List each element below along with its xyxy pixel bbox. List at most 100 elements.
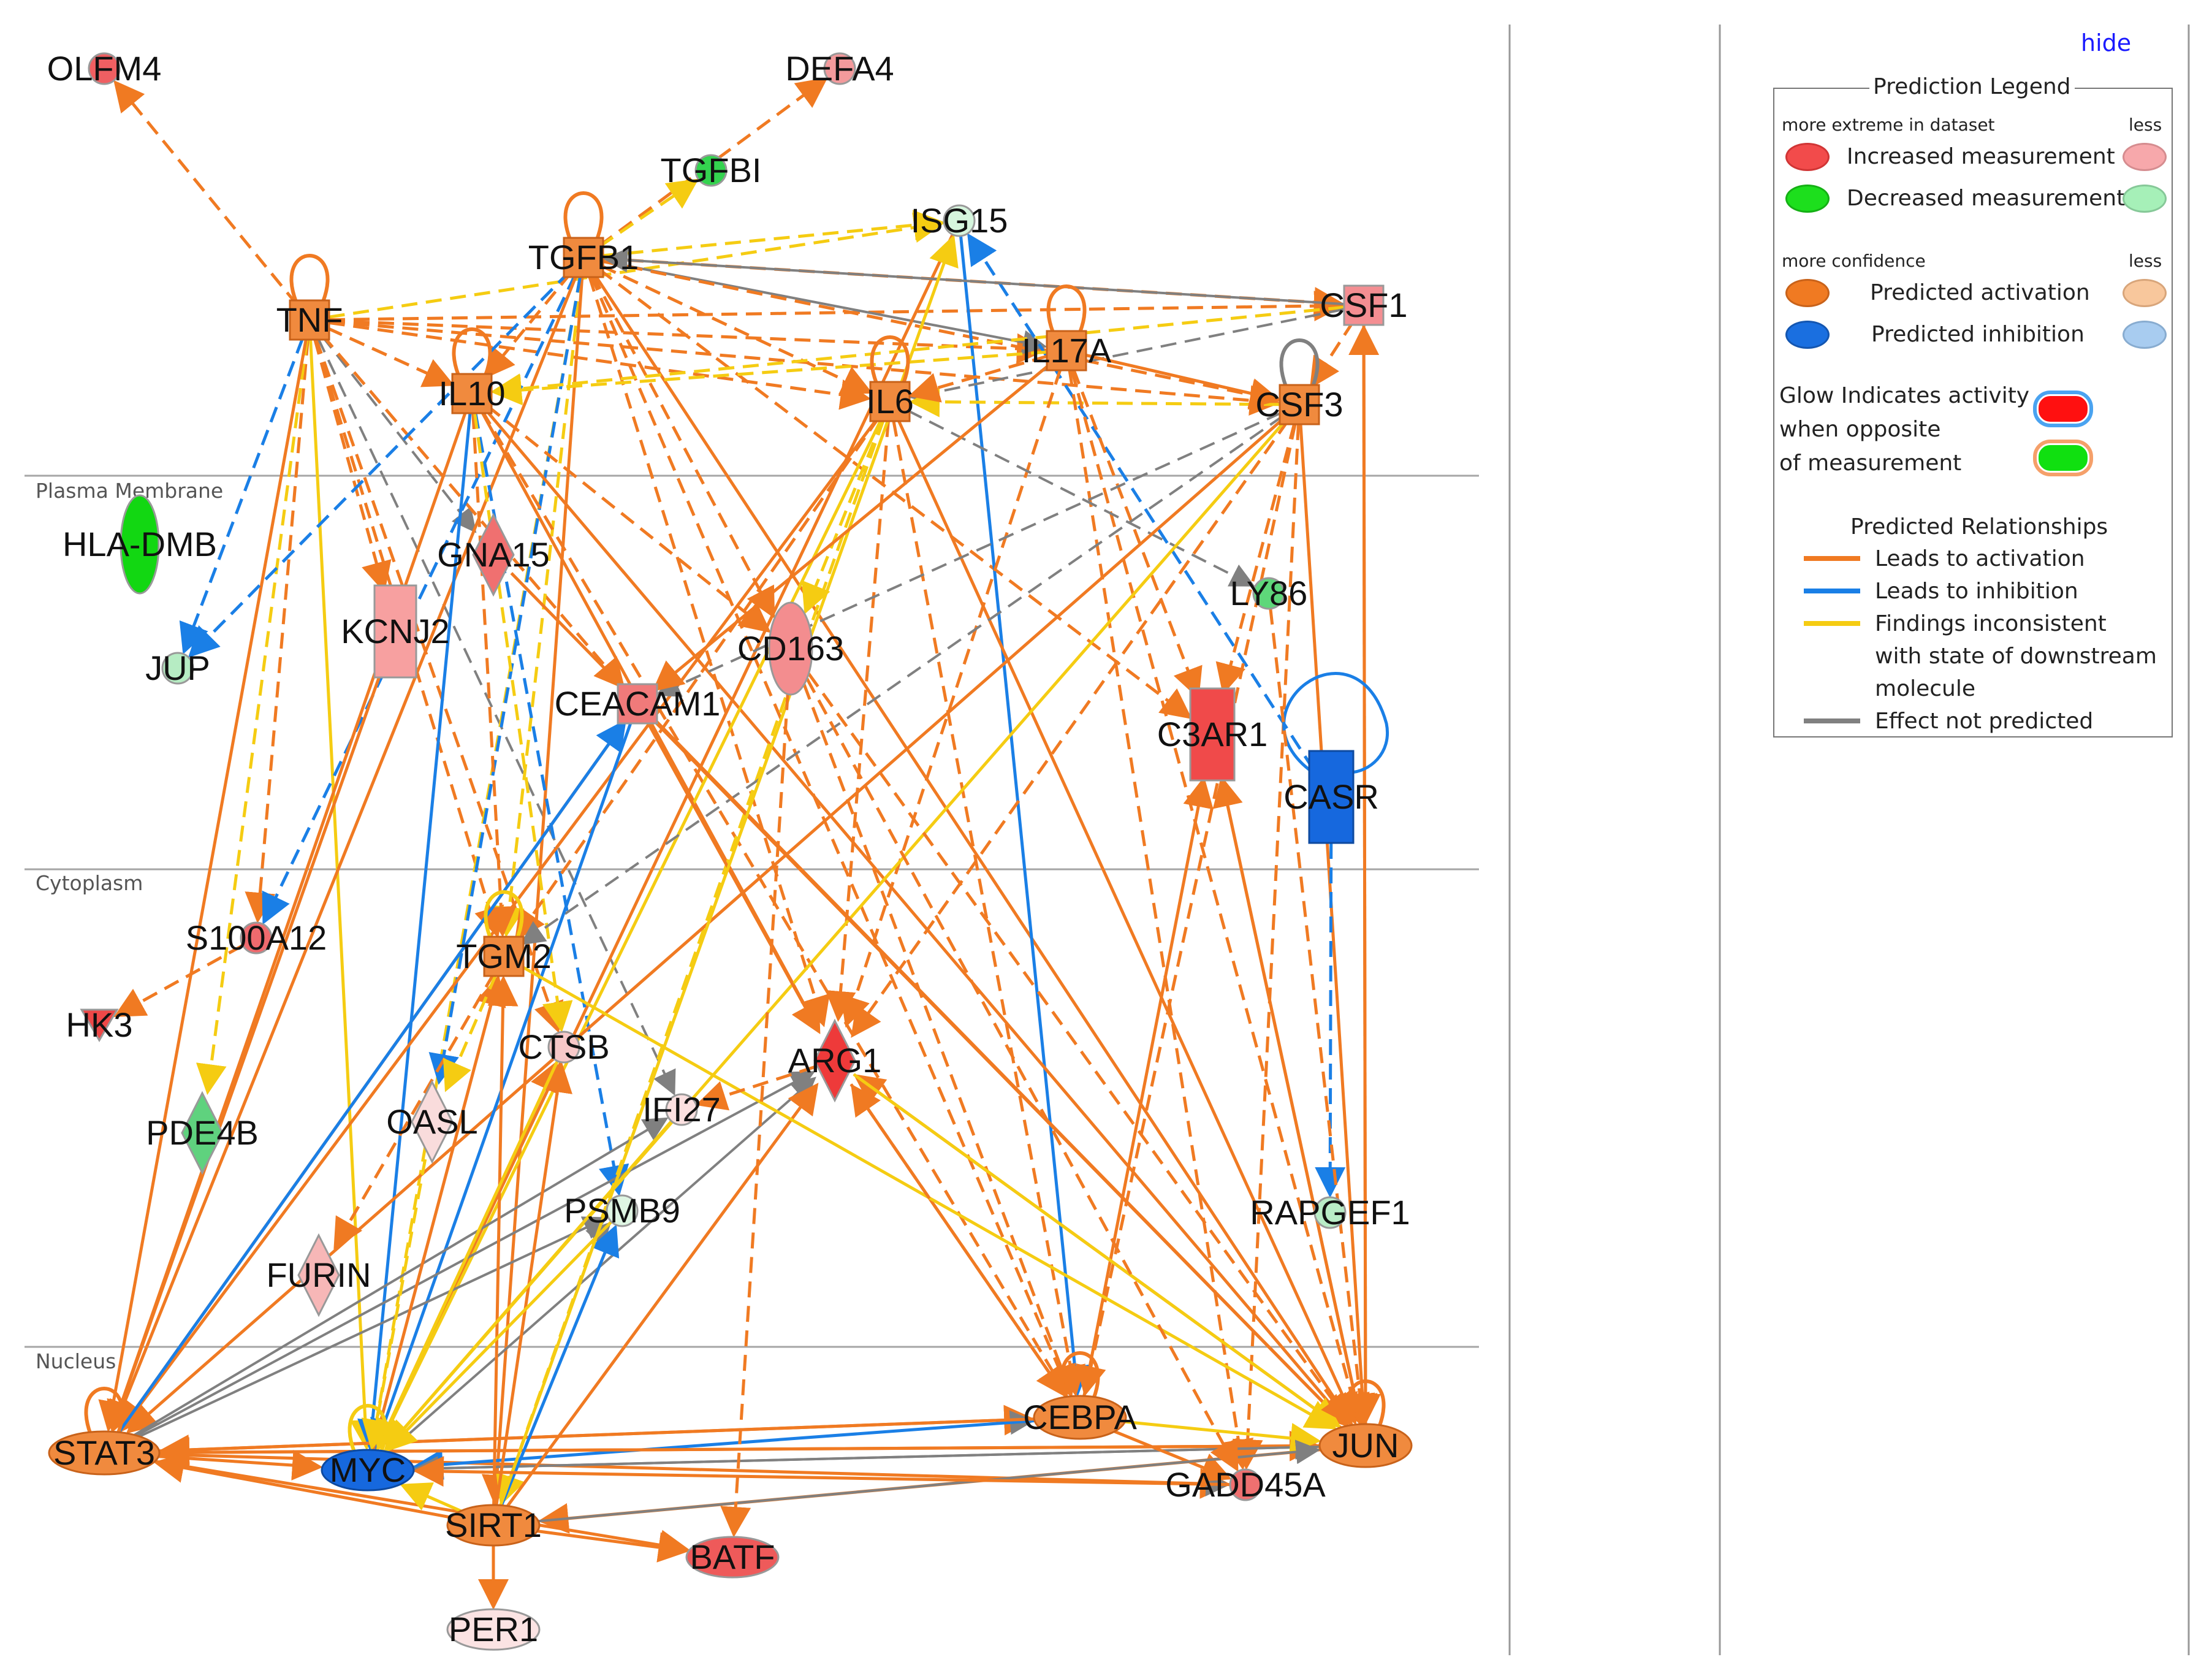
node-shape-cebpa[interactable] <box>1033 1395 1127 1440</box>
node-defa4[interactable]: DEFA4 <box>785 49 894 88</box>
node-ceacam1[interactable]: CEACAM1 <box>555 683 721 725</box>
node-shape-jun[interactable] <box>1318 1423 1413 1468</box>
node-shape-jup[interactable] <box>161 652 194 685</box>
node-hk3[interactable]: HK3 <box>66 1005 133 1044</box>
node-shape-tnf[interactable] <box>289 299 330 341</box>
node-tnf[interactable]: TNF <box>276 299 343 341</box>
node-shape-il10[interactable] <box>451 373 493 414</box>
hide-legend-link[interactable]: hide <box>2081 29 2132 56</box>
node-shape-hk3[interactable] <box>80 1008 119 1042</box>
edge-stat3-to-gadd45a <box>159 1453 1231 1499</box>
node-ifi27[interactable]: IFI27 <box>642 1090 721 1129</box>
node-shape-gna15[interactable] <box>472 513 515 597</box>
node-casr[interactable]: CASR <box>1283 750 1379 844</box>
edge-sirt1-to-tgm2 <box>487 975 519 1506</box>
node-shape-s100a12[interactable] <box>240 921 273 955</box>
node-c3ar1[interactable]: C3AR1 <box>1157 687 1268 782</box>
increased-more-swatch <box>1785 143 1830 171</box>
node-cd163[interactable]: CD163 <box>737 601 844 696</box>
node-csf3[interactable]: CSF3 <box>1255 384 1344 425</box>
node-shape-arg1[interactable] <box>813 1018 856 1103</box>
node-shape-tgfb1[interactable] <box>563 237 604 278</box>
node-shape-oasl[interactable] <box>411 1080 454 1164</box>
node-shape-isg15[interactable] <box>943 204 976 237</box>
node-shape-stat3[interactable] <box>48 1430 161 1476</box>
node-il17a[interactable]: IL17A <box>1022 330 1112 372</box>
node-shape-c3ar1[interactable] <box>1189 687 1236 782</box>
node-furin[interactable]: FURIN <box>266 1233 371 1317</box>
node-shape-olfm4[interactable] <box>88 52 121 85</box>
edge-c3ar1-to-jun <box>1220 776 1370 1425</box>
node-batf[interactable]: BATF <box>685 1536 780 1579</box>
legend-inconsistent-line <box>1804 621 1860 626</box>
node-shape-ctsb[interactable] <box>547 1031 580 1064</box>
node-shape-sirt1[interactable] <box>446 1504 541 1547</box>
node-shape-csf3[interactable] <box>1279 384 1320 425</box>
node-shape-myc[interactable] <box>321 1449 415 1492</box>
node-kcnj2[interactable]: KCNJ2 <box>341 584 450 679</box>
node-il6[interactable]: IL6 <box>866 381 914 422</box>
node-shape-ly86[interactable] <box>1252 577 1285 610</box>
node-label-s100a12: S100A12 <box>186 918 327 957</box>
node-label-olfm4: OLFM4 <box>47 49 162 88</box>
node-shape-il17a[interactable] <box>1046 330 1087 372</box>
node-pde4b[interactable]: PDE4B <box>146 1091 259 1175</box>
node-label-c3ar1: C3AR1 <box>1157 715 1268 753</box>
node-shape-ceacam1[interactable] <box>617 683 658 725</box>
node-tgfbi[interactable]: TGFBI <box>661 151 762 189</box>
node-jup[interactable]: JUP <box>145 649 210 687</box>
node-olfm4[interactable]: OLFM4 <box>47 49 162 88</box>
node-shape-casr[interactable] <box>1308 750 1355 844</box>
node-shape-kcnj2[interactable] <box>373 584 417 679</box>
node-per1[interactable]: PER1 <box>446 1608 541 1651</box>
node-shape-pde4b[interactable] <box>181 1091 224 1175</box>
node-shape-tgfbi[interactable] <box>694 154 728 187</box>
node-shape-cd163[interactable] <box>768 601 813 696</box>
node-shape-furin[interactable] <box>297 1233 340 1317</box>
node-shape-rapgef1[interactable] <box>1313 1196 1347 1229</box>
node-gadd45a[interactable]: GADD45A <box>1165 1465 1326 1504</box>
node-s100a12[interactable]: S100A12 <box>186 918 327 957</box>
node-sirt1[interactable]: SIRT1 <box>445 1504 542 1547</box>
node-ctsb[interactable]: CTSB <box>518 1027 609 1066</box>
node-psmb9[interactable]: PSMB9 <box>564 1191 680 1230</box>
node-shape-tgm2[interactable] <box>483 936 525 977</box>
node-myc[interactable]: MYC <box>321 1449 415 1492</box>
edge-tnf-to-jup <box>179 338 305 655</box>
edge-tnf-to-isg15 <box>329 212 945 319</box>
edge-il6-to-tgm2 <box>514 416 880 941</box>
node-label-myc: MYC <box>330 1450 406 1489</box>
edge-loop-cebpa <box>1060 1351 1100 1400</box>
node-label-defa4: DEFA4 <box>785 49 894 88</box>
node-hla-dmb[interactable]: HLA-DMB <box>63 494 217 595</box>
legend-rel-activation-label: Leads to activation <box>1875 546 2085 571</box>
edge-sirt1-to-arg1 <box>506 1083 819 1507</box>
edge-il6-to-cebpa <box>892 420 1086 1397</box>
node-tgm2[interactable]: TGM2 <box>456 936 552 977</box>
node-csf1[interactable]: CSF1 <box>1320 284 1408 326</box>
node-rapgef1[interactable]: RAPGEF1 <box>1250 1193 1410 1232</box>
node-shape-ifi27[interactable] <box>665 1093 698 1126</box>
node-oasl[interactable]: OASL <box>386 1080 478 1164</box>
node-shape-gadd45a[interactable] <box>1229 1468 1262 1501</box>
edge-tgfb1-to-cd163 <box>591 274 775 619</box>
node-ly86[interactable]: LY86 <box>1230 574 1308 612</box>
node-gna15[interactable]: GNA15 <box>437 513 550 597</box>
node-tgfb1[interactable]: TGFB1 <box>528 237 639 278</box>
node-isg15[interactable]: ISG15 <box>911 201 1008 240</box>
node-stat3[interactable]: STAT3 <box>48 1430 161 1476</box>
node-jun[interactable]: JUN <box>1318 1423 1413 1468</box>
node-cebpa[interactable]: CEBPA <box>1023 1395 1137 1440</box>
node-shape-il6[interactable] <box>869 381 911 422</box>
node-arg1[interactable]: ARG1 <box>788 1018 882 1103</box>
node-label-kcnj2: KCNJ2 <box>341 612 449 650</box>
legend-activation-label: Predicted activation <box>1870 280 2090 305</box>
node-shape-csf1[interactable] <box>1343 284 1385 326</box>
node-shape-hla-dmb[interactable] <box>120 494 160 595</box>
node-shape-psmb9[interactable] <box>606 1194 639 1227</box>
legend-rel-inconsistent-label-1: Findings inconsistent <box>1875 611 2107 636</box>
node-shape-batf[interactable] <box>685 1536 780 1579</box>
node-shape-defa4[interactable] <box>823 52 856 85</box>
node-shape-per1[interactable] <box>446 1608 541 1651</box>
node-il10[interactable]: IL10 <box>439 373 506 414</box>
